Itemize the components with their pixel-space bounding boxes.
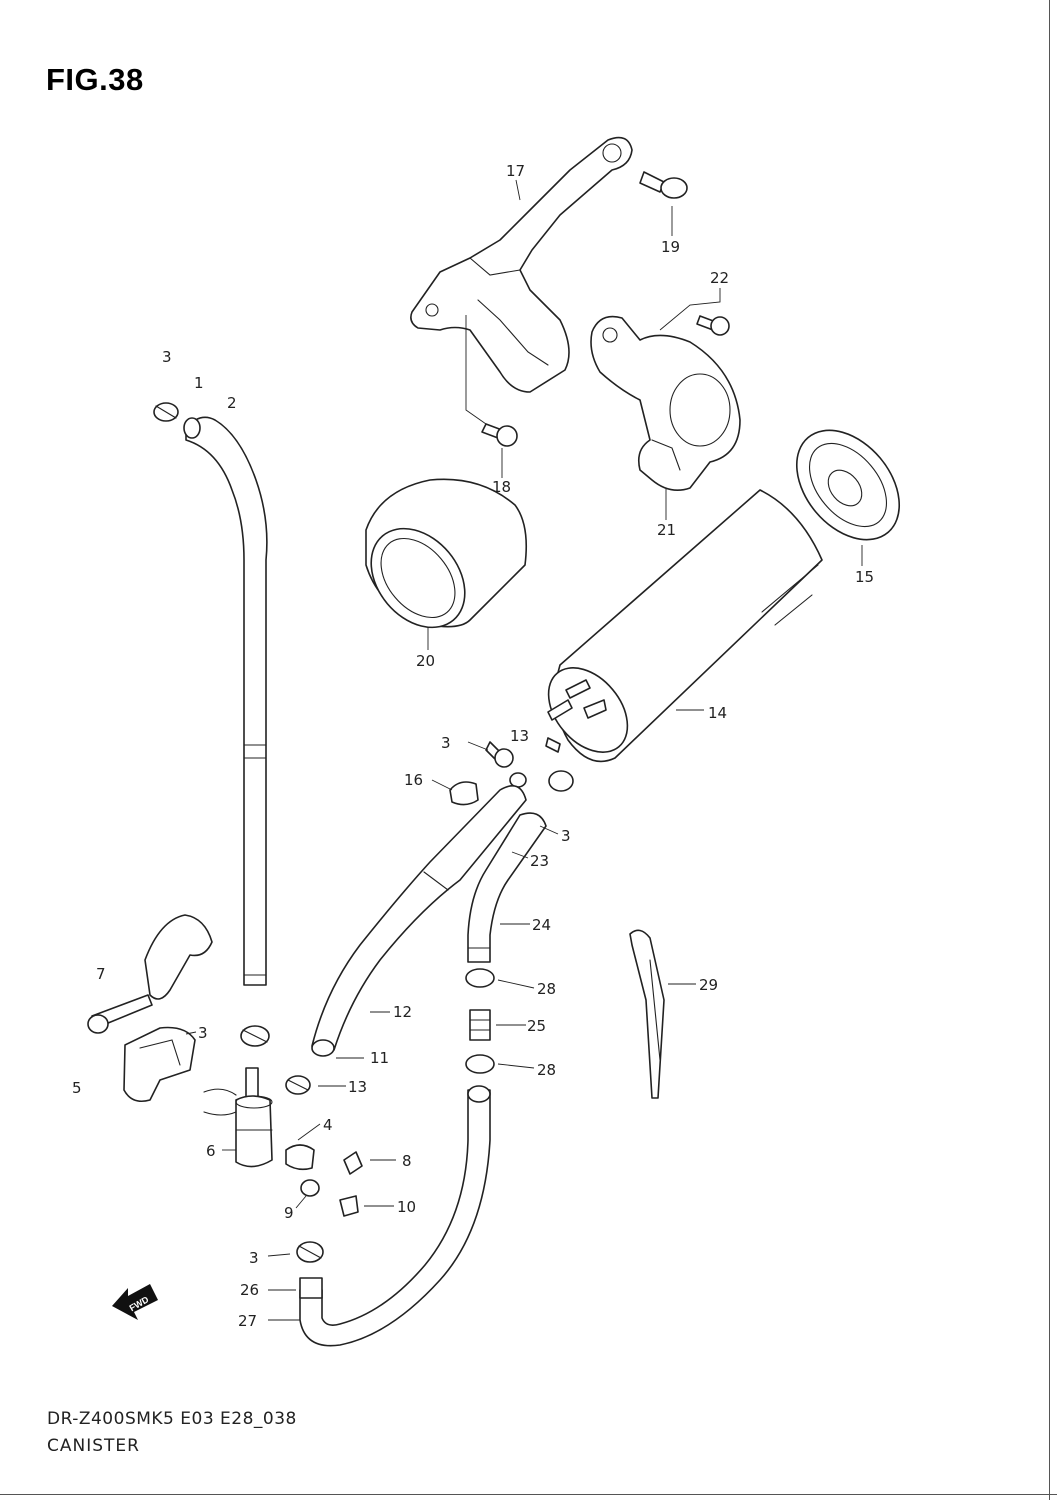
callout-3: 3 (441, 734, 451, 752)
part-6-valve (203, 1067, 273, 1168)
frame-border-right (1049, 0, 1050, 1500)
callout-26: 26 (240, 1281, 259, 1299)
callout-13: 13 (510, 727, 529, 745)
part-20-cushion (365, 478, 528, 629)
frame-border-bottom (0, 1494, 1057, 1495)
callout-24: 24 (532, 916, 551, 934)
part-19-bolt (639, 171, 688, 199)
callout-16: 16 (404, 771, 423, 789)
part-23-24-hose (467, 812, 547, 963)
small-parts-4-13 (285, 1075, 363, 1217)
callout-19: 19 (661, 238, 680, 256)
part-18-bolt (481, 423, 518, 447)
part-15-cap (795, 429, 901, 541)
callout-28: 28 (537, 980, 556, 998)
clamp-3-bottom (296, 1241, 324, 1263)
model-code: DR-Z400SMK5 E03 E28_038 (47, 1409, 297, 1429)
callout-13: 13 (348, 1078, 367, 1096)
clamp-tube-bottom (240, 1025, 270, 1047)
callout-3: 3 (561, 827, 571, 845)
leader-lines (185, 179, 863, 1321)
callout-2: 2 (227, 394, 237, 412)
callout-8: 8 (402, 1152, 412, 1170)
callout-labels: 1 2 3 3 3 3 3 4 5 6 7 8 9 10 11 12 13 13… (72, 162, 874, 1330)
callout-9: 9 (284, 1204, 294, 1222)
part-1-2-tube (183, 416, 268, 986)
forward-direction-indicator: FWD (112, 1284, 158, 1320)
part-21-holder (590, 315, 741, 491)
part-29-cable-tie (629, 929, 665, 1099)
part-22-bolt (696, 315, 730, 336)
callout-7: 7 (96, 965, 106, 983)
clamps-28-connector-25 (465, 968, 495, 1074)
callout-11: 11 (370, 1049, 389, 1067)
callout-3: 3 (198, 1024, 208, 1042)
part-14-canister (547, 489, 823, 763)
callout-25: 25 (527, 1017, 546, 1035)
callout-15: 15 (855, 568, 874, 586)
fittings-16-13-3 (449, 737, 574, 806)
part-7-bracket (87, 914, 213, 1034)
callout-4: 4 (323, 1116, 333, 1134)
callout-23: 23 (530, 852, 549, 870)
callout-18: 18 (492, 478, 511, 496)
callout-5: 5 (72, 1079, 82, 1097)
callout-29: 29 (699, 976, 718, 994)
callout-3: 3 (249, 1249, 259, 1267)
callout-21: 21 (657, 521, 676, 539)
callout-10: 10 (397, 1198, 416, 1216)
callout-20: 20 (416, 652, 435, 670)
callout-17: 17 (506, 162, 525, 180)
figure-title: FIG.38 (46, 62, 144, 97)
callout-14: 14 (708, 704, 727, 722)
callout-22: 22 (710, 269, 729, 287)
callout-12: 12 (393, 1003, 412, 1021)
callout-27: 27 (238, 1312, 257, 1330)
clamp-3-top (153, 402, 179, 422)
callout-1: 1 (194, 374, 204, 392)
callout-28: 28 (537, 1061, 556, 1079)
fwd-arrow-icon (112, 1284, 158, 1320)
assembly-name: CANISTER (47, 1436, 140, 1456)
callout-3: 3 (162, 348, 172, 366)
part-5-holder (123, 1026, 196, 1103)
callout-6: 6 (206, 1142, 216, 1160)
part-12-hose (311, 784, 527, 1057)
